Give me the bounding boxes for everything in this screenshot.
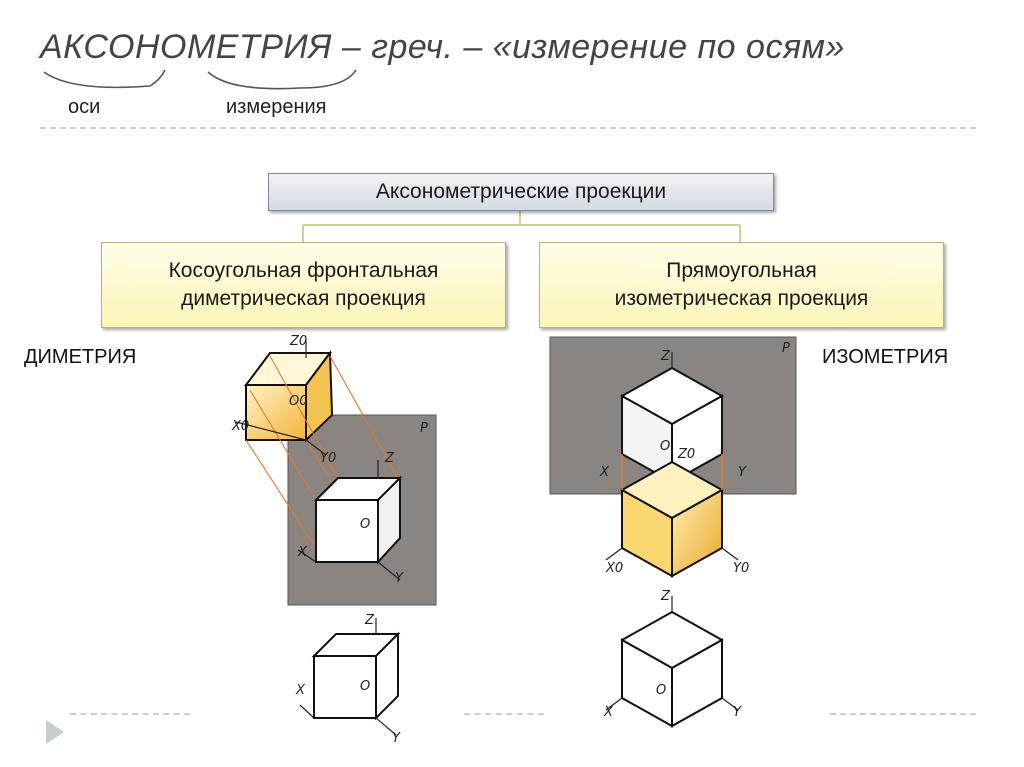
label-x0: X0 bbox=[231, 419, 249, 434]
label-y2: Y bbox=[392, 731, 401, 746]
label-x2: X bbox=[295, 683, 306, 698]
iso-line1: Прямоугольная bbox=[666, 259, 817, 282]
oblique-dimetric-node: Косоугольная фронтальная диметрическая п… bbox=[101, 242, 506, 328]
label-o2: O bbox=[360, 679, 370, 694]
iso-label-o: O bbox=[660, 439, 670, 454]
iso-label-z: Z bbox=[660, 349, 671, 364]
root-node: Аксонометрические проекции bbox=[268, 173, 774, 211]
label-z2: Z bbox=[364, 613, 375, 628]
bottom-divider-left bbox=[70, 713, 190, 715]
iso-label-y2: Y bbox=[733, 705, 742, 720]
label-z: Z bbox=[384, 451, 395, 466]
label-o: O bbox=[360, 517, 370, 532]
dimetry-label: ДИМЕТРИЯ bbox=[24, 346, 137, 368]
label-y: Y bbox=[395, 571, 404, 586]
label-z0: Z0 bbox=[289, 334, 307, 349]
iso-line2: изометрическая проекция bbox=[614, 287, 869, 310]
iso-label-z2: Z bbox=[660, 589, 671, 604]
iso-label-o2: O bbox=[656, 683, 666, 698]
bottom-divider-right bbox=[830, 713, 976, 715]
iso-label-x0: X0 bbox=[605, 561, 623, 576]
root-node-label: Аксонометрические проекции bbox=[375, 180, 667, 203]
iso-label-x2: X bbox=[603, 705, 614, 720]
iso-label-z0: Z0 bbox=[677, 447, 695, 462]
isometry-label: ИЗОМЕТРИЯ bbox=[822, 346, 949, 368]
top-divider bbox=[40, 127, 976, 129]
rect-isometric-node: Прямоугольная изометрическая проекция bbox=[539, 242, 944, 328]
measure-word: измерения bbox=[226, 96, 327, 118]
oblique-line2: диметрическая проекция bbox=[181, 287, 426, 310]
label-o0: O0 bbox=[289, 394, 308, 409]
label-plane-p: P bbox=[420, 421, 428, 436]
oblique-line1: Косоугольная фронтальная bbox=[168, 259, 439, 282]
iso-label-y0: Y0 bbox=[733, 561, 749, 576]
iso-label-x: X bbox=[599, 465, 610, 480]
label-y0: Y0 bbox=[320, 451, 336, 466]
axes-word: оси bbox=[68, 96, 101, 118]
iso-label-y: Y bbox=[738, 465, 747, 480]
bottom-divider-mid bbox=[464, 713, 544, 715]
label-x: X bbox=[297, 545, 308, 560]
slide-title: АКСОНОМЕТРИЯ – греч. – «измерение по ося… bbox=[40, 28, 845, 66]
iso-label-plane-p: P bbox=[782, 341, 790, 356]
